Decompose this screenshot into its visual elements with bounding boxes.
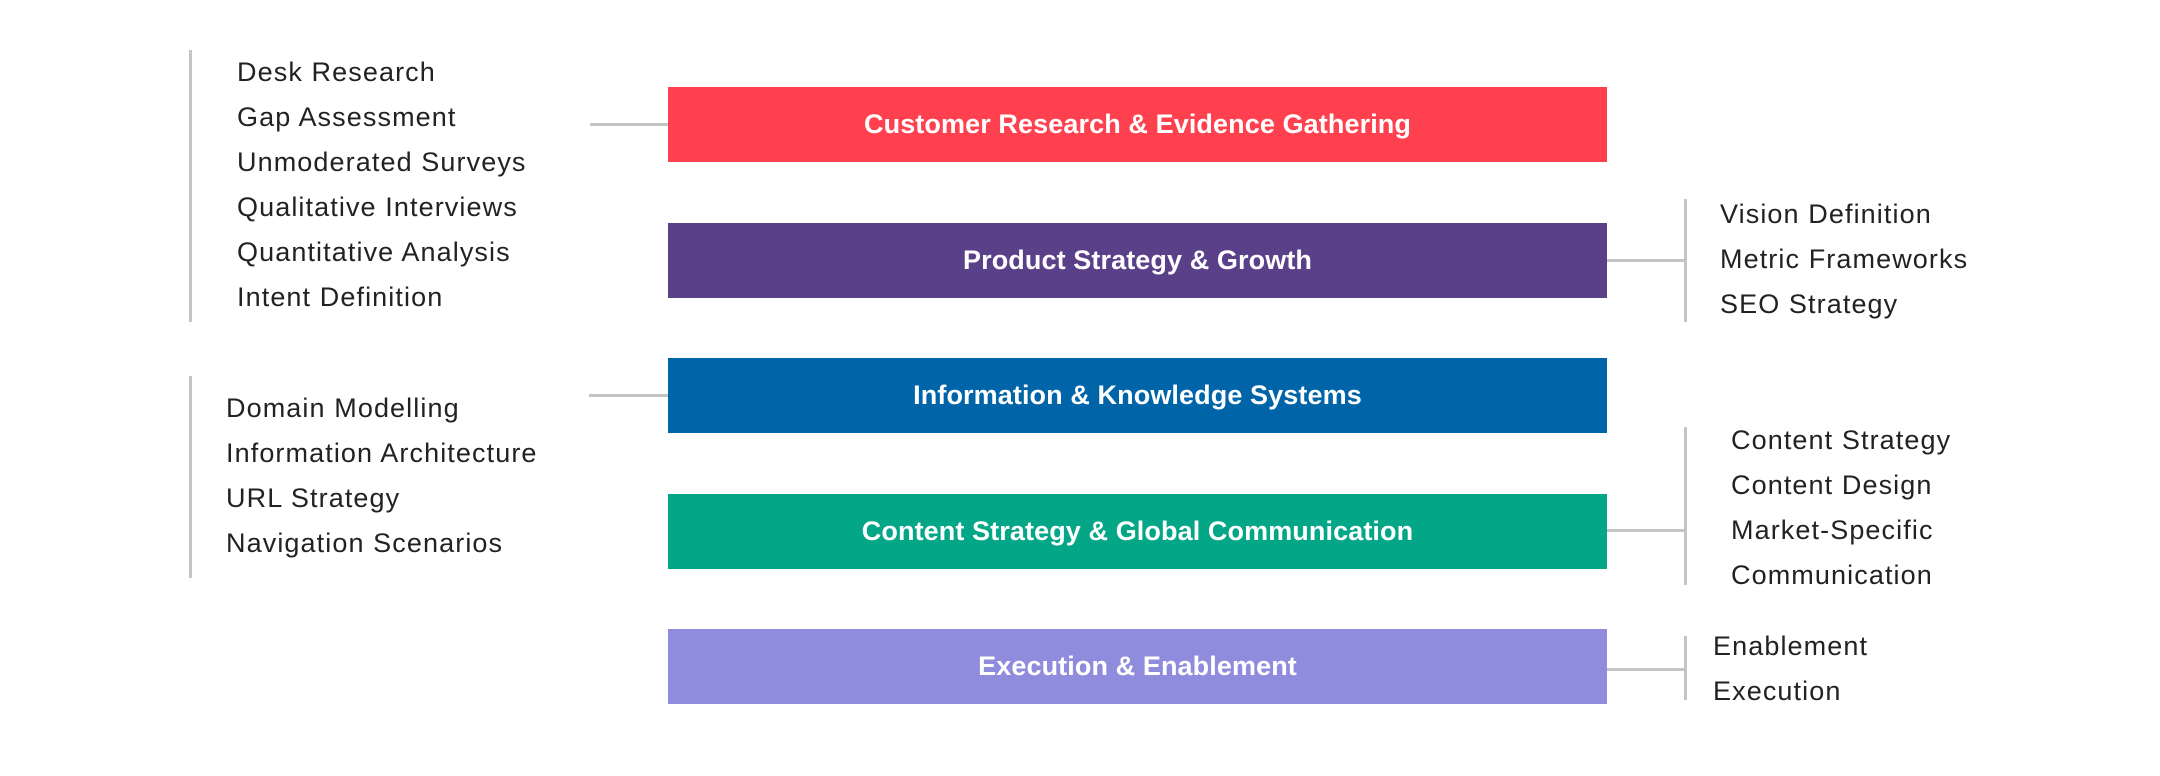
list-item: Domain Modelling	[226, 393, 460, 423]
content-activity-list: Content Strategy Content Design Market-S…	[1731, 418, 1951, 598]
list-item: Execution	[1713, 676, 1842, 706]
list-item: Content Strategy	[1731, 425, 1952, 455]
bar-customer-research: Customer Research & Evidence Gathering	[668, 87, 1607, 162]
list-item: Information Architecture	[226, 438, 538, 468]
research-bracket	[189, 50, 192, 322]
list-item: Unmoderated Surveys	[237, 147, 527, 177]
strategy-bracket	[1684, 199, 1687, 322]
strategy-activity-list: Vision Definition Metric Frameworks SEO …	[1720, 192, 1968, 327]
list-item: Communication	[1731, 560, 1933, 590]
research-connector	[590, 123, 668, 126]
list-item: Desk Research	[237, 57, 436, 87]
bar-label: Content Strategy & Global Communication	[861, 516, 1414, 546]
information-bracket	[189, 376, 192, 578]
strategy-connector	[1607, 259, 1685, 262]
execution-activity-list: Enablement Execution	[1713, 624, 1868, 714]
content-connector	[1607, 529, 1685, 532]
content-bracket	[1684, 427, 1687, 585]
list-item: Content Design	[1731, 470, 1933, 500]
list-item: Market-Specific	[1731, 515, 1934, 545]
information-activity-list: Domain Modelling Information Architectur…	[226, 386, 538, 566]
bar-product-strategy: Product Strategy & Growth	[668, 223, 1607, 298]
execution-bracket	[1684, 636, 1687, 700]
bar-label: Product Strategy & Growth	[962, 245, 1313, 275]
list-item: Intent Definition	[237, 282, 444, 312]
bar-information-systems: Information & Knowledge Systems	[668, 358, 1607, 433]
list-item: Vision Definition	[1720, 199, 1932, 229]
list-item: Navigation Scenarios	[226, 528, 504, 558]
list-item: Qualitative Interviews	[237, 192, 518, 222]
bar-label: Information & Knowledge Systems	[913, 380, 1362, 410]
bar-label: Execution & Enablement	[978, 651, 1297, 681]
information-connector	[589, 394, 668, 397]
list-item: Quantitative Analysis	[237, 237, 511, 267]
bar-label: Customer Research & Evidence Gathering	[864, 109, 1411, 139]
list-item: Metric Frameworks	[1720, 244, 1969, 274]
research-activity-list: Desk Research Gap Assessment Unmoderated…	[237, 50, 527, 320]
list-item: Enablement	[1713, 631, 1869, 661]
list-item: Gap Assessment	[237, 102, 457, 132]
execution-connector	[1607, 668, 1685, 671]
bar-content-strategy: Content Strategy & Global Communication	[668, 494, 1607, 569]
bar-execution: Execution & Enablement	[668, 629, 1607, 704]
list-item: SEO Strategy	[1720, 289, 1899, 319]
list-item: URL Strategy	[226, 483, 401, 513]
